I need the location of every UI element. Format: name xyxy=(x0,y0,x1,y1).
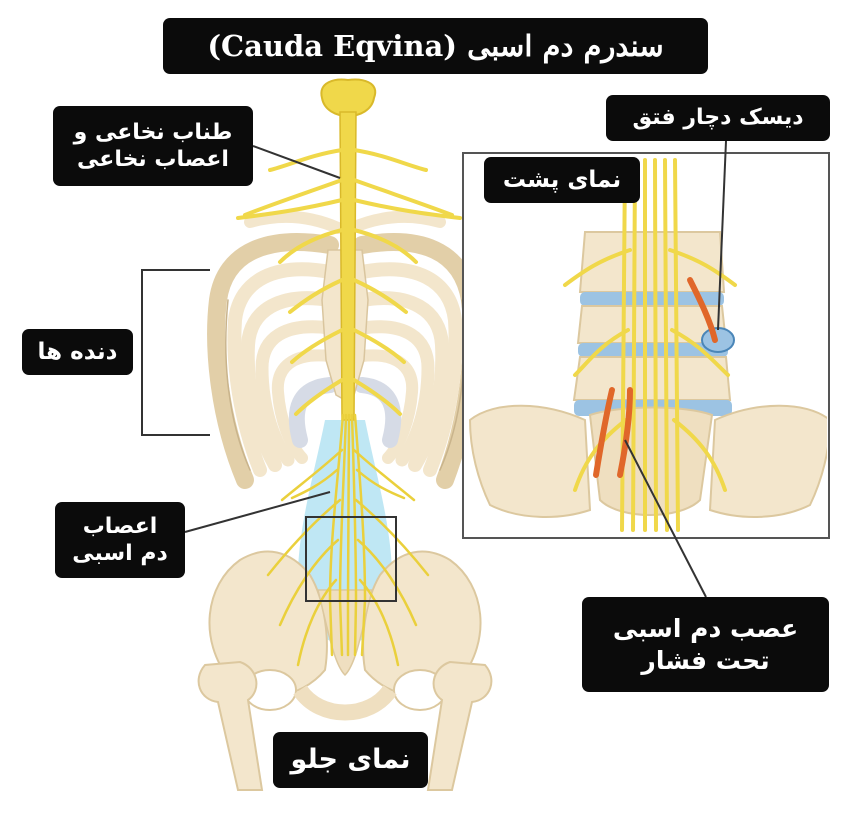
label-spinal-cord: طناب نخاعی و اعصاب نخاعی xyxy=(53,106,253,186)
zoom-region-box xyxy=(305,516,397,602)
label-compressed-nerve: عصب دم اسبی تحت فشار xyxy=(582,597,829,692)
leader-lines xyxy=(141,140,727,598)
femur-right xyxy=(426,660,493,791)
brain-stem xyxy=(320,78,377,118)
cauda-equina-region xyxy=(297,420,393,645)
label-front-view: نمای جلو xyxy=(273,732,428,788)
label-herniated-disc: دیسک دچار فتق xyxy=(606,95,830,141)
back-view-inset xyxy=(462,152,830,539)
front-view-figure xyxy=(197,78,493,791)
femur-left xyxy=(197,660,264,791)
label-back-view: نمای پشت xyxy=(484,157,640,203)
page-title: سندرم دم اسبی (Cauda Eqvina) xyxy=(163,18,708,74)
spinal-cord xyxy=(339,111,357,421)
clavicles xyxy=(244,210,446,234)
label-ribs: دنده ها xyxy=(22,329,133,375)
spinal-nerves xyxy=(236,148,462,416)
label-cauda-nerves: اعصاب دم اسبی xyxy=(55,502,185,578)
